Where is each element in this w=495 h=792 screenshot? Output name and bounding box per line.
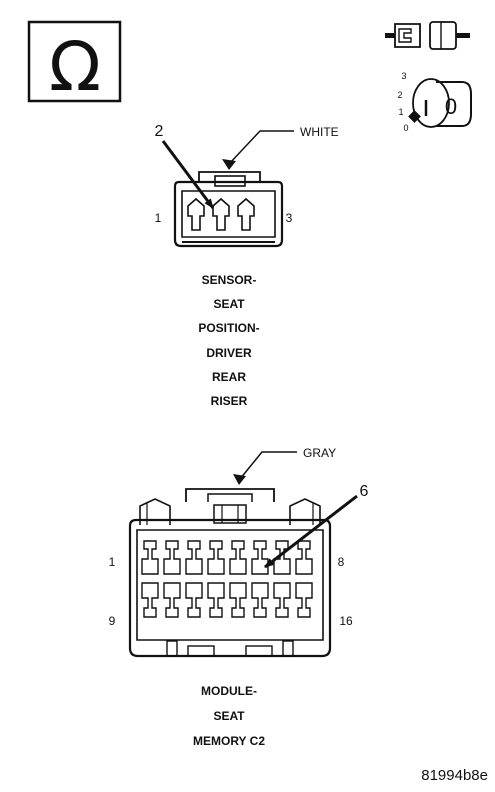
figure-id: 81994b8e <box>421 767 488 784</box>
module-pin-9-label: 9 <box>109 614 116 628</box>
sensor-connector-color: WHITE <box>300 125 339 139</box>
key-position-3: 3 <box>401 71 406 81</box>
sensor-connector: WHITE 2 1 3 <box>155 123 339 248</box>
sensor-pin-2-callout: 2 <box>155 123 164 140</box>
sensor-caption: SENSOR- SEAT POSITION- DRIVER REAR RISER <box>198 273 259 408</box>
module-pin-16-label: 16 <box>339 614 353 628</box>
module-caption-line: MODULE- <box>201 684 257 698</box>
sensor-pin-3-label: 3 <box>286 211 293 225</box>
sensor-caption-line: SENSOR- <box>202 273 257 287</box>
module-caption-line: SEAT <box>213 709 245 723</box>
module-pin-8-label: 8 <box>338 555 345 569</box>
module-pin-1-label: 1 <box>109 555 116 569</box>
sensor-caption-line: REAR <box>212 370 246 384</box>
key-position-0: 0 <box>403 123 408 133</box>
module-caption: MODULE- SEAT MEMORY C2 <box>193 684 265 748</box>
ignition-key-icon: 3 2 1 0 0 <box>397 71 472 133</box>
key-position-1: 1 <box>398 107 403 117</box>
ohmmeter-icon: Ω <box>27 20 122 107</box>
sensor-caption-line: POSITION- <box>198 321 259 335</box>
sensor-caption-line: SEAT <box>213 297 245 311</box>
key-label: 0 <box>445 94 457 119</box>
module-pin-row-2 <box>141 582 313 618</box>
sensor-pin-1-label: 1 <box>155 211 162 225</box>
disconnect-connector-icon <box>385 21 470 50</box>
ohm-symbol: Ω <box>49 28 101 107</box>
key-position-2: 2 <box>397 90 402 100</box>
module-connector: GRAY <box>109 446 369 658</box>
module-connector-color: GRAY <box>303 446 336 460</box>
module-pin-6-callout: 6 <box>360 483 369 500</box>
module-pin-row-1 <box>141 540 313 575</box>
sensor-caption-line: RISER <box>211 394 248 408</box>
module-caption-line: MEMORY C2 <box>193 734 265 748</box>
sensor-caption-line: DRIVER <box>206 346 252 360</box>
